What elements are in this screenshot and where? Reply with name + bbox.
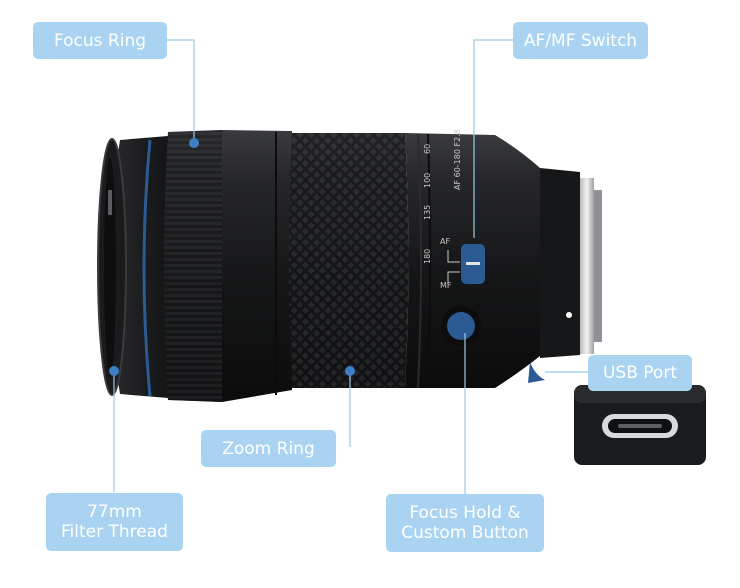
focus-ring-dot <box>189 138 199 148</box>
usb-port-inset <box>574 385 706 465</box>
af-mf-switch[interactable]: AF MF <box>440 237 485 290</box>
focal-135-marking: 135 <box>423 205 432 220</box>
leader-lines <box>113 39 588 494</box>
zoom-ring-dot <box>345 366 355 376</box>
front-barrel <box>97 136 168 398</box>
focus-hold-label-line2: Custom Button <box>401 523 529 543</box>
filter-thread-label-line1: 77mm <box>87 502 142 522</box>
focal-100-marking: 100 <box>423 173 432 188</box>
zoom-ring-label-text: Zoom Ring <box>222 438 315 459</box>
mid-barrel <box>222 130 292 402</box>
focal-180-marking: 180 <box>423 249 432 264</box>
usb-port-label: USB Port <box>588 355 692 391</box>
filter-thread-label: 77mm Filter Thread <box>46 493 183 551</box>
zoom-ring[interactable] <box>286 133 412 388</box>
focus-hold-label-line1: Focus Hold & <box>409 503 521 523</box>
switch-mf-text: MF <box>440 281 452 290</box>
focus-ring-label: Focus Ring <box>33 22 167 59</box>
focal-60-marking: 60 <box>423 144 432 154</box>
focus-ring[interactable] <box>164 130 222 402</box>
leader-dots <box>109 138 355 376</box>
af-mf-switch-label: AF/MF Switch <box>513 22 648 59</box>
af-mf-switch-label-text: AF/MF Switch <box>523 30 638 51</box>
focus-hold-button[interactable] <box>441 306 481 346</box>
focus-hold-label: Focus Hold & Custom Button <box>386 494 544 552</box>
focus-ring-label-text: Focus Ring <box>53 30 147 51</box>
lens-mount <box>566 178 602 354</box>
lens-markings: AF 60-180 F2.8 180 135 100 60 <box>423 129 462 264</box>
usb-port-label-text: USB Port <box>602 363 677 383</box>
switch-af-text: AF <box>440 237 450 246</box>
filter-thread-dot <box>109 366 119 376</box>
model-marking: AF 60-180 F2.8 <box>453 129 462 190</box>
zoom-ring-label: Zoom Ring <box>201 430 336 467</box>
filter-thread-label-line2: Filter Thread <box>61 522 168 542</box>
